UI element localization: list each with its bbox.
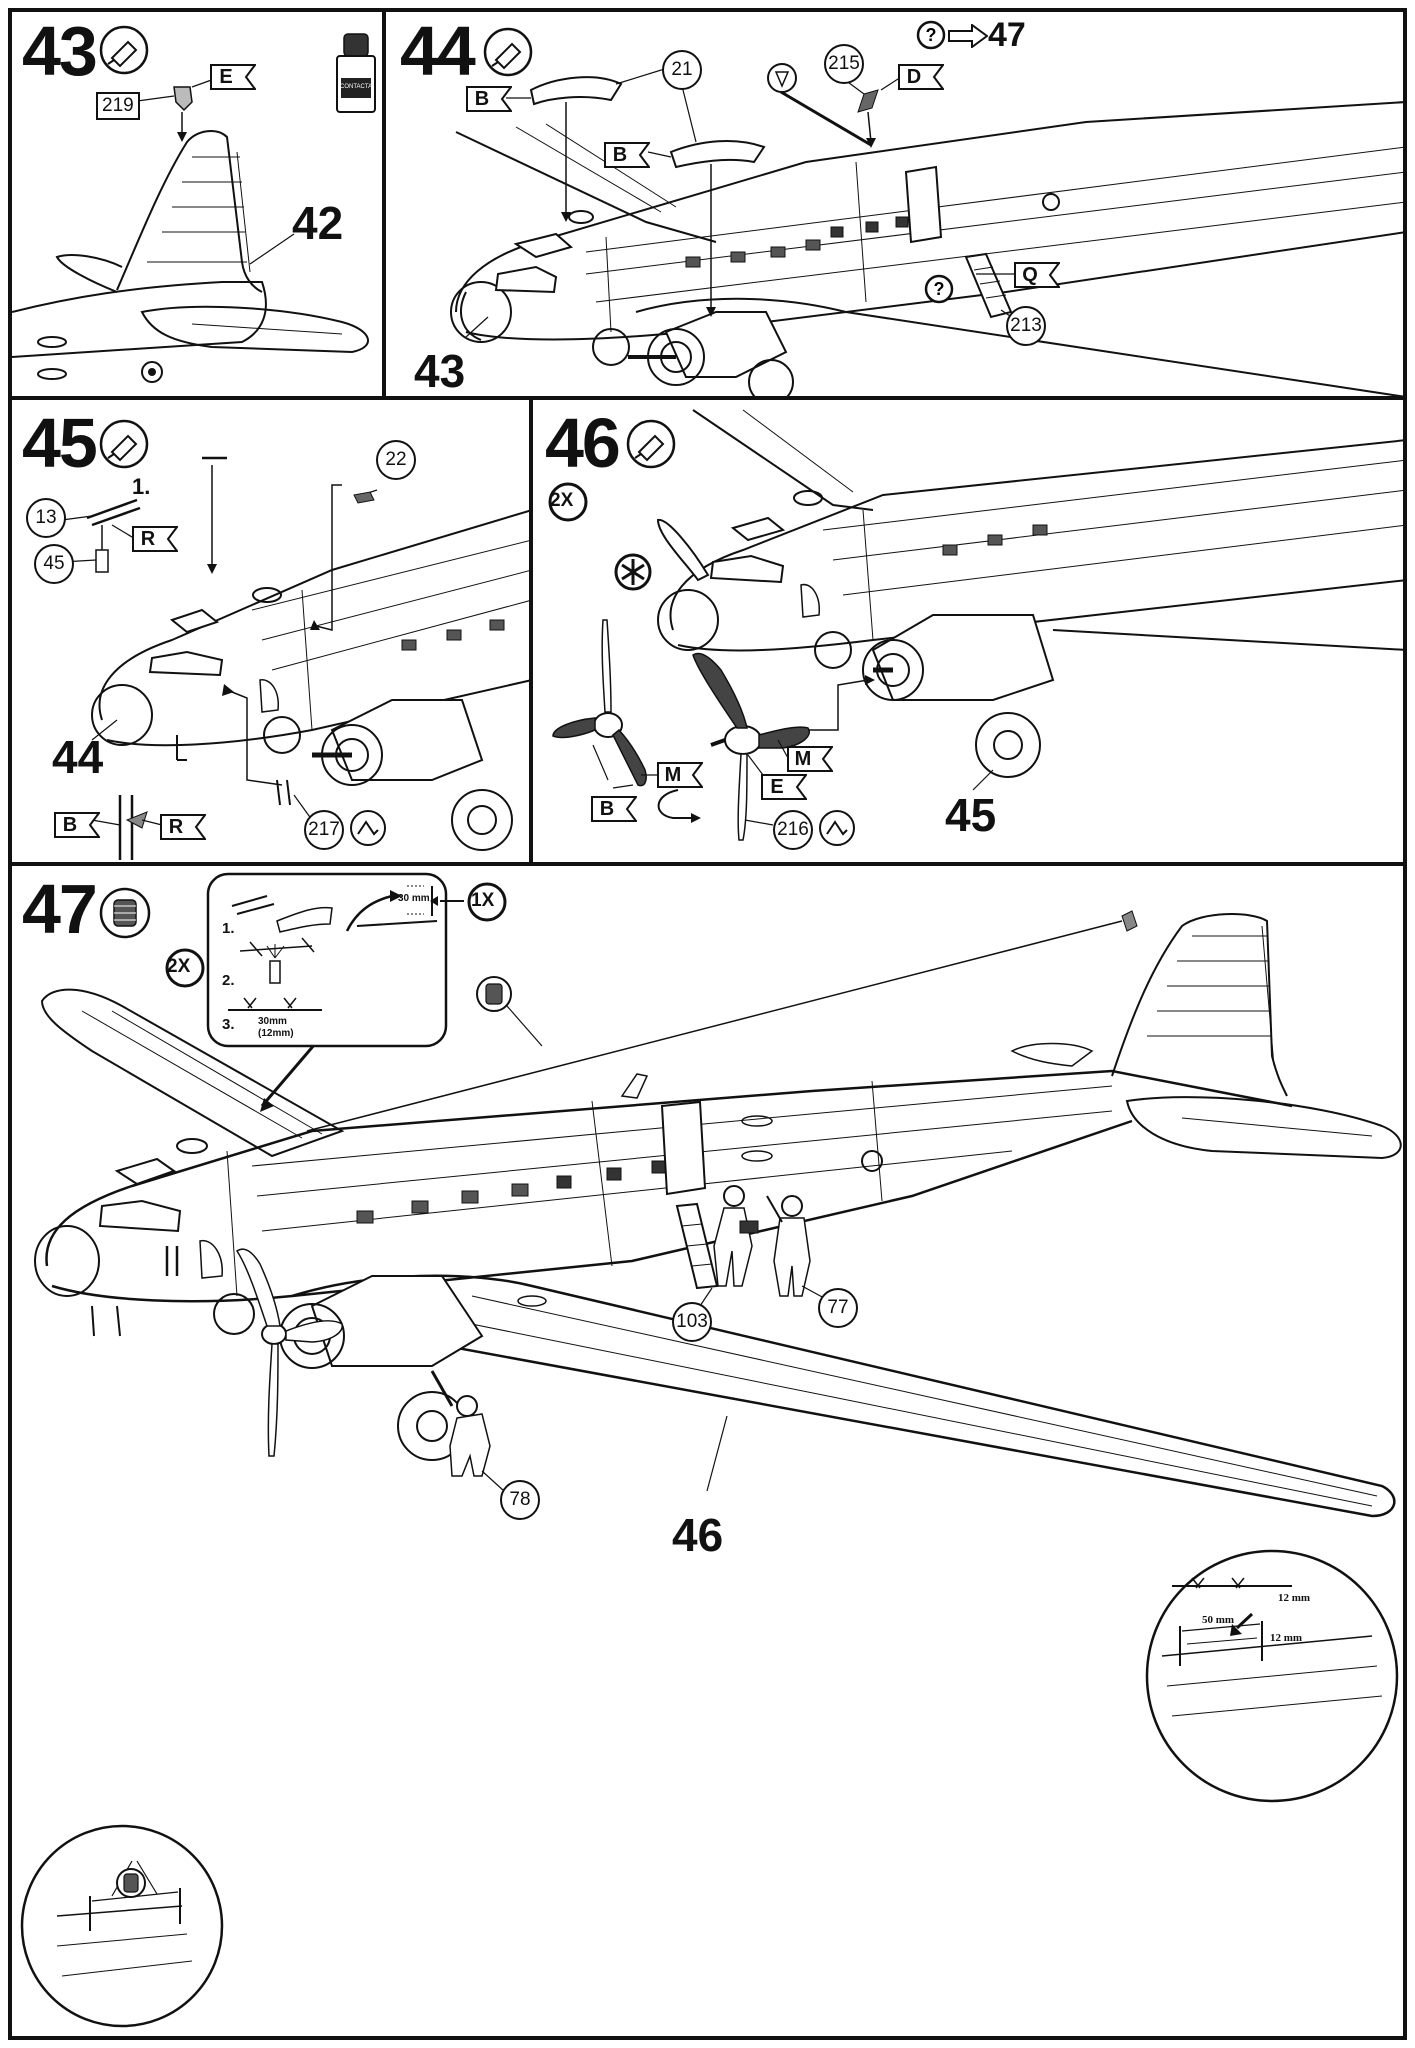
mechanic-figure-78 — [449, 1395, 491, 1477]
part-22-circle: 22 — [376, 440, 416, 480]
step-47-panel: 47 2X 1X 1. 2. 3. 30 mm 30mm (12mm) 50 m… — [8, 862, 1407, 2040]
step-number: 47 — [22, 870, 98, 948]
part-45-circle: 45 — [34, 544, 74, 584]
part-21-circle: 21 — [662, 50, 702, 90]
quantity-label: 1X — [471, 890, 495, 911]
assembly-label: 45 — [945, 789, 997, 841]
part-77-circle: 77 — [818, 1288, 858, 1328]
question-icon: ? — [924, 274, 954, 304]
aircraft-illustration — [20, 872, 1402, 2028]
svg-text:?: ? — [926, 25, 937, 45]
inset-measure-30b: 30mm — [258, 1016, 287, 1027]
thread-spool-icon — [116, 1868, 146, 1898]
part-216-circle: 216 — [773, 810, 813, 850]
assembly-label: 46 — [672, 1509, 724, 1561]
quantity-label: 2X — [550, 490, 574, 511]
quantity-badge — [467, 882, 507, 922]
inset-step-2: 2. — [222, 972, 235, 989]
crew-figure-77 — [766, 1195, 811, 1297]
fuselage-illustration — [450, 66, 1403, 396]
quantity-label: 2X — [167, 956, 191, 977]
inset-step-3: 3. — [222, 1016, 235, 1033]
reference-arrow-icon — [350, 810, 386, 846]
part-103-circle: 103 — [672, 1302, 712, 1342]
step-number: 43 — [22, 12, 98, 90]
detail-measure-50: 50 mm — [1202, 1614, 1235, 1626]
step-43-panel: 43 219 E CONTACTA 42 — [8, 8, 386, 400]
thread-spool-icon — [476, 976, 512, 1012]
crew-figure-103 — [713, 1185, 759, 1287]
inset-measure-30: 30 mm — [398, 893, 430, 904]
detail-measure-12a: 12 mm — [1278, 1592, 1311, 1604]
step-number: 45 — [22, 404, 98, 482]
glue-tube-icon — [626, 419, 676, 469]
inset-step-1: 1. — [222, 920, 235, 937]
step-number: 46 — [545, 404, 621, 482]
step-44-panel: 44 21 215 213 B B D Q ? 47 ? 43 — [382, 8, 1407, 400]
paint-jar-icon: CONTACTA — [334, 32, 378, 114]
part-215-circle: 215 — [824, 44, 864, 84]
assembly-label: 42 — [292, 197, 344, 249]
part-13-circle: 13 — [26, 498, 66, 538]
step-46-panel: 46 2X M B M E 216 45 — [529, 396, 1407, 866]
detail-measure-12b: 12 mm — [1270, 1632, 1303, 1644]
glue-tube-icon — [483, 27, 533, 77]
quantity-badge — [165, 948, 205, 988]
glue-tube-icon — [99, 25, 149, 75]
substep-label: 1. — [132, 474, 151, 499]
thread-spool-icon — [99, 887, 151, 939]
part-217-circle: 217 — [304, 810, 344, 850]
question-icon: ? — [916, 20, 946, 50]
svg-text:?: ? — [934, 279, 945, 299]
tail-illustration — [12, 77, 369, 383]
step-45-panel: 45 13 45 22 217 1. R B R 44 — [8, 396, 533, 866]
part-78-circle: 78 — [500, 1480, 540, 1520]
antenna-mast-icon — [767, 63, 797, 93]
glue-tube-icon — [99, 419, 149, 469]
part-219-box: 219 — [96, 92, 140, 120]
reference-arrow-icon — [819, 810, 855, 846]
inset-measure-12: (12mm) — [258, 1028, 294, 1039]
paint-jar-label: CONTACTA — [340, 84, 373, 90]
nose-illustration — [61, 456, 529, 860]
arrow-right-icon — [948, 24, 988, 48]
propeller-illustration — [552, 409, 1403, 841]
step-number: 44 — [400, 12, 476, 90]
quantity-badge — [548, 482, 588, 522]
part-213-circle: 213 — [1006, 306, 1046, 346]
assembly-label: 44 — [52, 731, 104, 783]
asterisk-icon — [614, 553, 652, 591]
assembly-label: 43 — [414, 345, 466, 397]
next-step-ref: 47 — [988, 16, 1026, 54]
